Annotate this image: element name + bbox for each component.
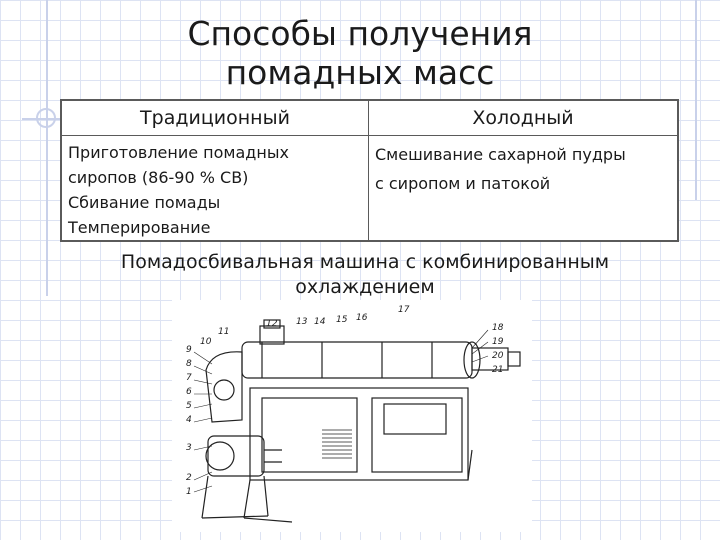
header-cold: Холодный [368, 100, 678, 136]
caption-line-2: охлаждением [295, 276, 435, 298]
cold-line: Смешивание сахарной пудры [375, 145, 626, 164]
slide-title: Способы получения помадных масс [0, 14, 720, 92]
machine-cabinet-left [261, 397, 358, 473]
mixing-drum [241, 341, 473, 379]
motor [207, 435, 265, 477]
table-row: Приготовление помадных сиропов (86-90 % … [61, 135, 678, 242]
machine-cabinet-right [371, 397, 463, 473]
part-label: 12 [266, 319, 278, 329]
methods-table: Традиционный Холодный Приготовление пома… [60, 99, 679, 242]
part-label: 18 [492, 323, 504, 333]
traditional-line: Темперирование [68, 218, 211, 237]
part-label: 8 [186, 359, 192, 369]
part-label: 21 [492, 365, 503, 375]
machine-drawing: 9 8 7 6 5 4 3 2 1 10 11 12 13 14 15 16 1… [172, 300, 532, 532]
part-label: 1 [186, 487, 192, 497]
traditional-line: Сбивание помады [68, 193, 221, 212]
decorative-circle-icon [36, 108, 56, 128]
title-line-1: Способы получения [187, 14, 533, 53]
traditional-line: Приготовление помадных [68, 143, 289, 162]
part-label: 13 [296, 317, 308, 327]
decorative-vertical-line [46, 0, 48, 296]
machine-frame [249, 387, 469, 481]
traditional-line: сиропов (86-90 % СВ) [68, 168, 249, 187]
part-label: 16 [356, 313, 368, 323]
table-header-row: Традиционный Холодный [61, 100, 678, 136]
title-line-2: помадных масс [225, 53, 495, 92]
part-label: 7 [186, 373, 192, 383]
part-label: 3 [186, 443, 192, 453]
decorative-right-line [695, 0, 697, 200]
part-label: 9 [186, 345, 192, 355]
figure-caption: Помадосбивальная машина с комбинированны… [0, 250, 720, 300]
part-label: 17 [398, 305, 410, 315]
part-label: 20 [492, 351, 504, 361]
traditional-cell: Приготовление помадных сиропов (86-90 % … [61, 136, 369, 242]
part-label: 15 [336, 315, 348, 325]
part-label: 10 [200, 337, 212, 347]
part-label: 2 [186, 473, 192, 483]
hopper [259, 325, 285, 345]
part-label: 5 [186, 401, 192, 411]
cold-line: с сиропом и патокой [375, 174, 551, 193]
header-traditional: Традиционный [61, 100, 369, 136]
part-label: 6 [186, 387, 192, 397]
caption-line-1: Помадосбивальная машина с комбинированны… [120, 251, 610, 273]
front-housing [205, 351, 243, 423]
part-label: 19 [492, 337, 504, 347]
part-label: 4 [186, 415, 192, 425]
part-label: 14 [314, 317, 326, 327]
vent-grille [322, 429, 352, 459]
cold-cell: Смешивание сахарной пудры с сиропом и па… [368, 135, 678, 241]
part-label: 11 [218, 327, 229, 337]
access-panel [383, 403, 447, 435]
